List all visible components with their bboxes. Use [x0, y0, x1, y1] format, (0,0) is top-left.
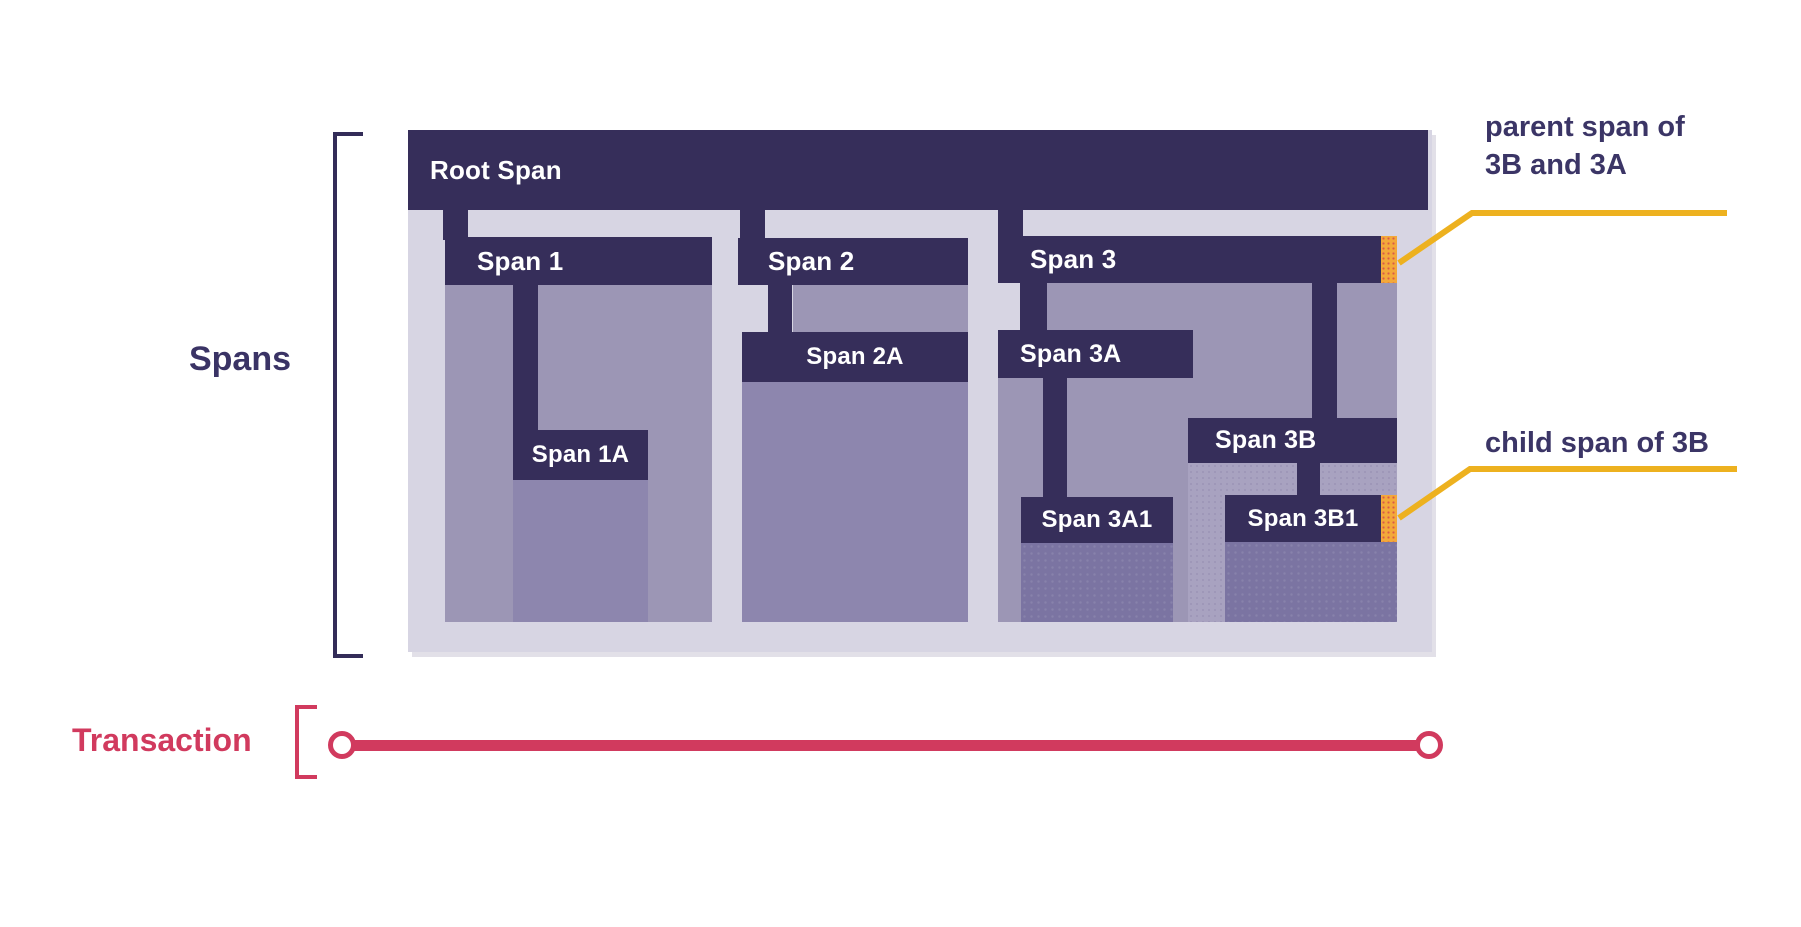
connector-root-to-span2 [740, 208, 765, 240]
span-1a-label: Span 1A [531, 441, 630, 468]
span-1a-body [513, 480, 648, 622]
span-3b1-highlight-marker [1381, 495, 1397, 542]
connector-span1-to-span1a [513, 285, 538, 433]
span-1-label: Span 1 [477, 245, 564, 276]
transaction-bracket-top-tick [295, 705, 317, 709]
span-3a1-body [1021, 543, 1173, 622]
span-3-bar: Span 3 [998, 236, 1397, 283]
transaction-label: Transaction [72, 722, 252, 758]
span-2a-label: Span 2A [806, 343, 904, 370]
span-3a-label: Span 3A [1020, 339, 1122, 368]
timeline-end-circle [1415, 731, 1443, 759]
span-2a-bar: Span 2A [742, 332, 968, 382]
span-2-body [793, 285, 968, 332]
connector-span3b-to-span3b1 [1297, 463, 1320, 498]
annotation-parent-line1: parent span of [1485, 111, 1685, 143]
span-2a-body [742, 382, 968, 622]
spans-bracket-top-tick [333, 132, 363, 136]
span-2-label: Span 2 [768, 246, 855, 276]
span-3a1-label: Span 3A1 [1041, 506, 1153, 533]
transaction-bracket-bottom-tick [295, 775, 317, 779]
span-3-label: Span 3 [1030, 244, 1117, 274]
annotation-line-child [1397, 466, 1737, 521]
span-3a1-bar: Span 3A1 [1021, 497, 1173, 543]
root-span-label: Root Span [430, 154, 562, 185]
span-3-highlight-marker [1381, 236, 1397, 283]
span-3b1-bar: Span 3B1 [1225, 495, 1397, 542]
span-3b-bar: Span 3B [1188, 418, 1397, 463]
transaction-bracket [295, 705, 299, 779]
connector-root-to-span1 [443, 208, 468, 240]
root-span-bar: Root Span [408, 130, 1428, 210]
span-3b1-body [1225, 542, 1397, 622]
transaction-timeline [342, 740, 1429, 751]
connector-span3-to-span3a [1020, 283, 1047, 333]
connector-span3-to-span3b [1312, 283, 1337, 421]
span-2-bar: Span 2 [738, 238, 968, 285]
span-3a-bar: Span 3A [998, 330, 1193, 378]
connector-root-to-span3 [998, 208, 1023, 238]
annotation-parent-span: parent span of 3B and 3A [1485, 108, 1685, 184]
spans-label: Spans [188, 340, 292, 378]
span-3b-label: Span 3B [1215, 426, 1317, 454]
spans-bracket [333, 132, 337, 658]
connector-span3a-to-span3a1 [1043, 378, 1067, 500]
span-1-bar: Span 1 [445, 237, 712, 285]
annotation-line-parent [1397, 210, 1727, 266]
span-1a-bar: Span 1A [513, 430, 648, 480]
spans-bracket-bottom-tick [333, 654, 363, 658]
span-3b1-label: Span 3B1 [1247, 504, 1359, 532]
connector-span2-to-span2a [768, 285, 792, 335]
annotation-child-span: child span of 3B [1485, 427, 1709, 459]
timeline-start-circle [328, 731, 356, 759]
annotation-parent-line2: 3B and 3A [1485, 149, 1627, 181]
